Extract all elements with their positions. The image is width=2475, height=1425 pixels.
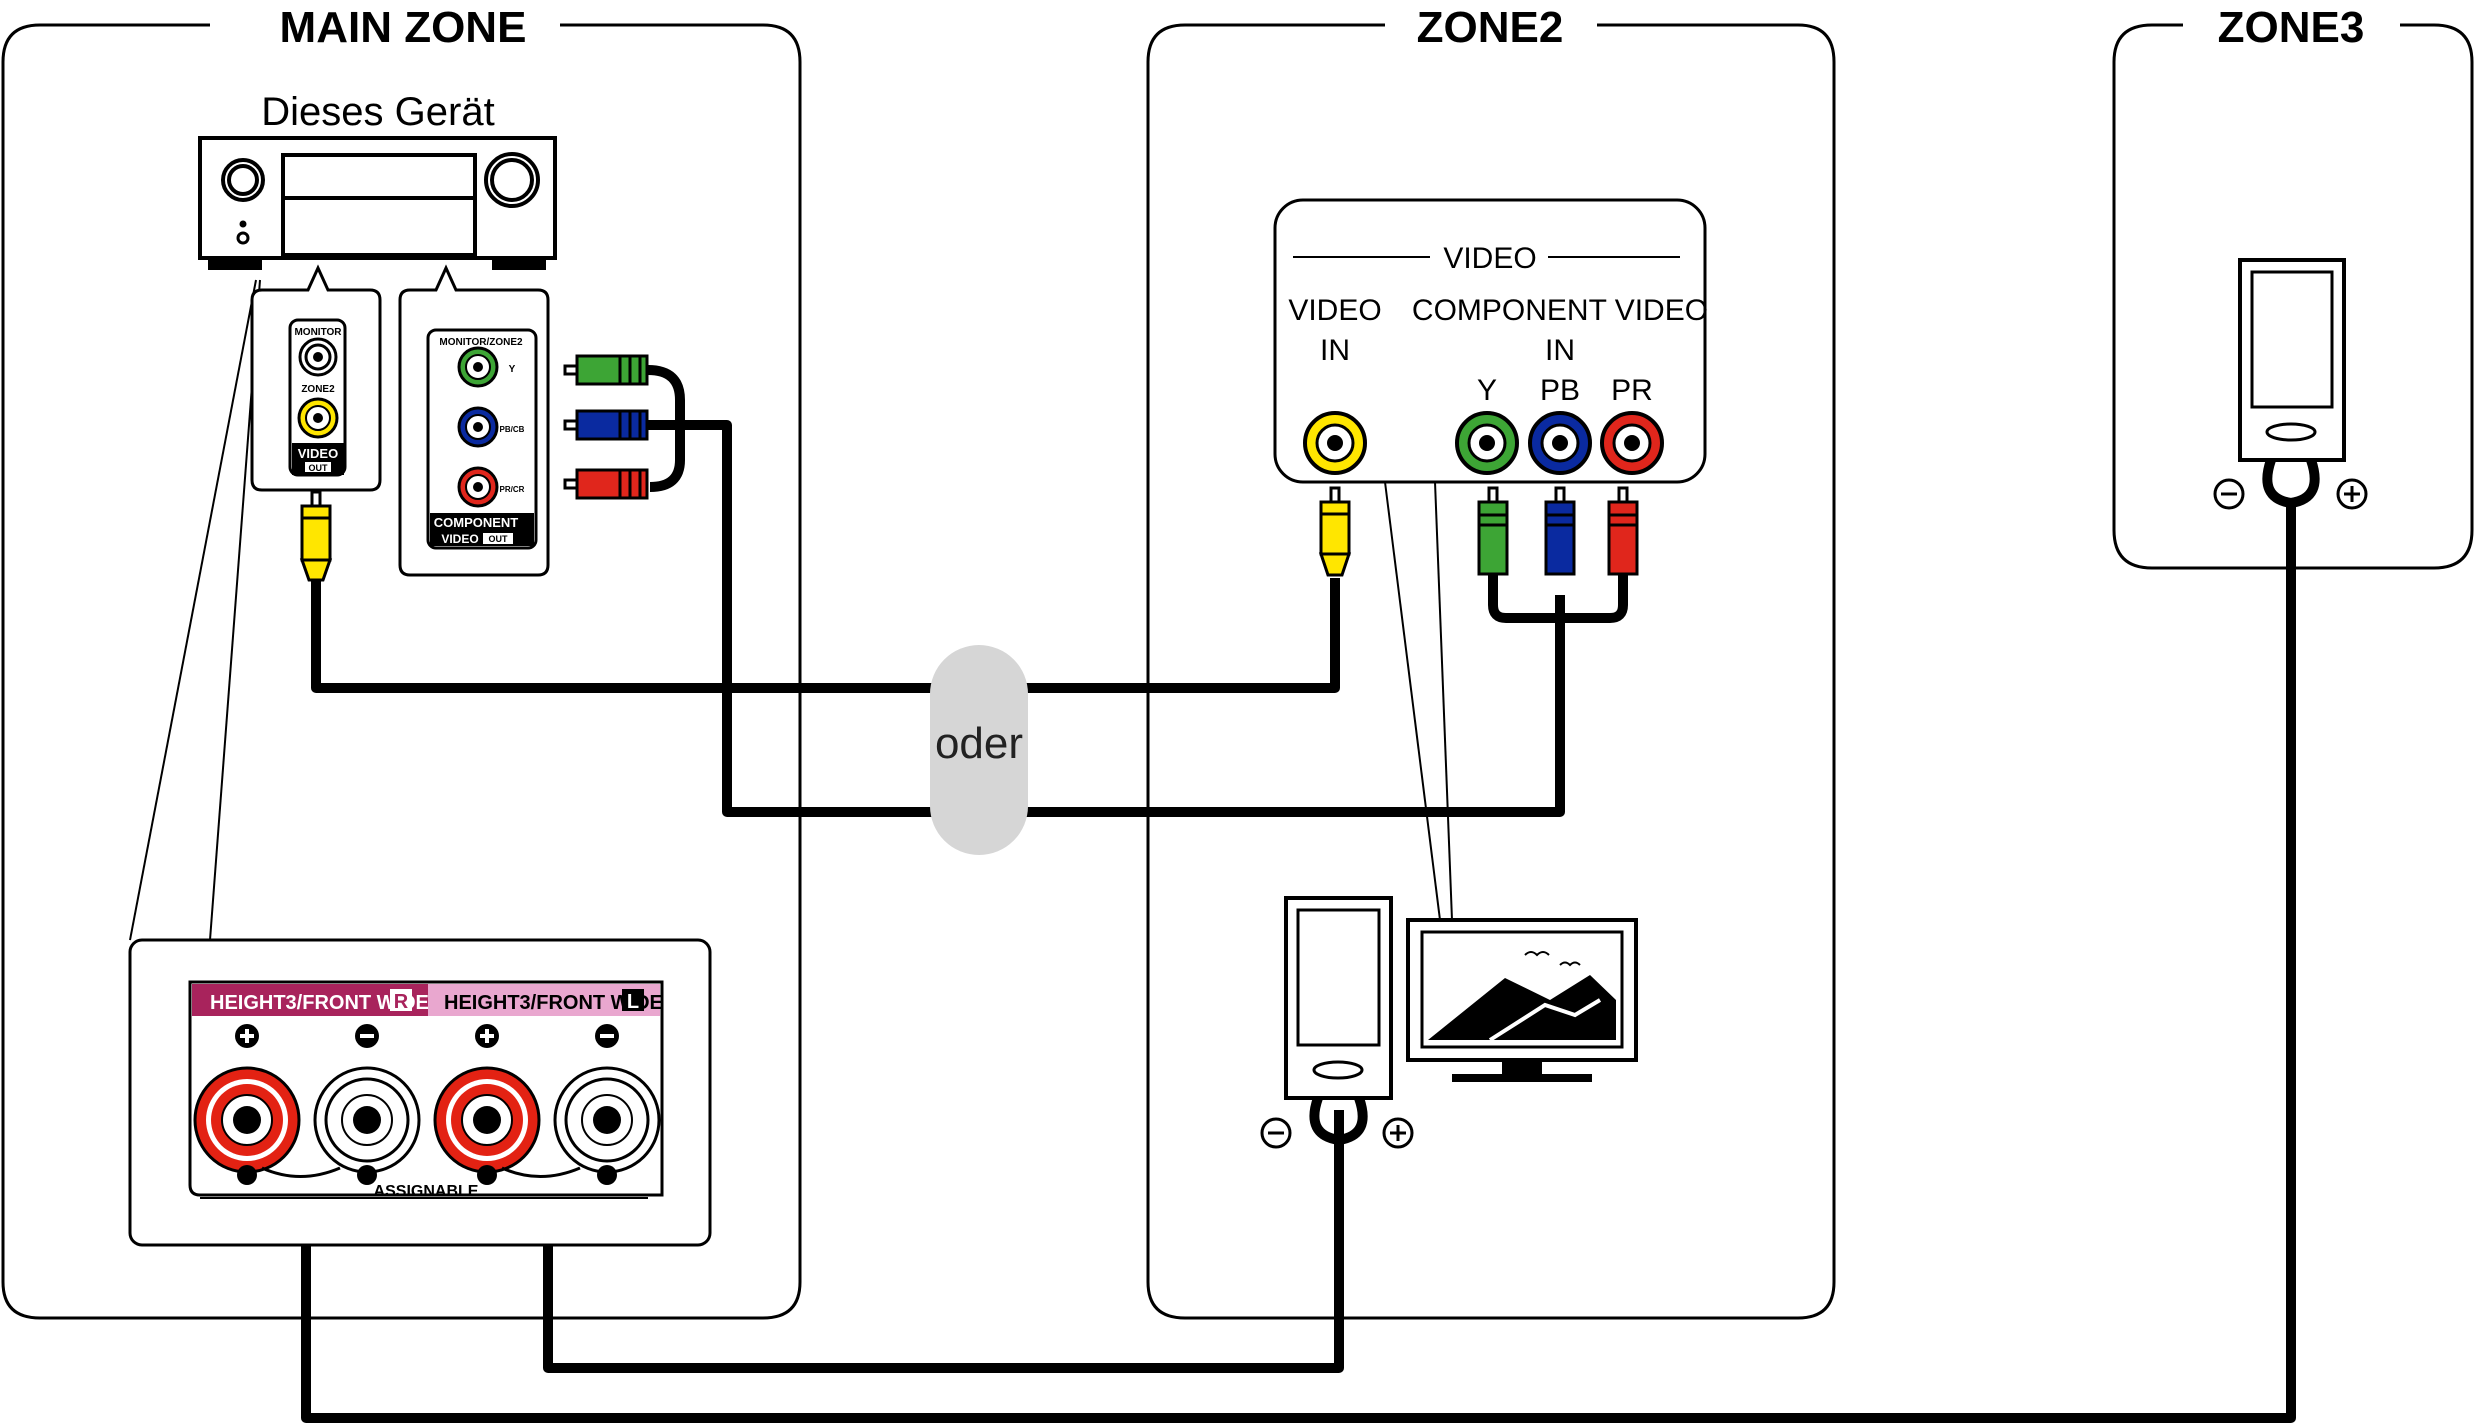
component-pr-jack (457, 466, 499, 508)
pb-in-jack (1528, 411, 1592, 475)
cable-zone2-speaker (543, 1110, 1344, 1373)
main-zone-title: MAIN ZONE (280, 3, 527, 52)
component-y-jack (457, 346, 499, 388)
pr-in-jack (1600, 411, 1664, 475)
zone3-title: ZONE3 (2218, 3, 2365, 52)
right-channel-badge: R (394, 991, 409, 1013)
terminal-wire-loops (261, 1166, 581, 1178)
monitor-label: MONITOR (294, 327, 342, 338)
monitor-jack (298, 337, 338, 377)
component-out-panel: MONITOR/ZONE2 Y PB/CB PR/CR COMPONENT VI… (398, 264, 550, 577)
tv-callout-leaders (1384, 481, 1453, 921)
assignable-label: ASSIGNABLE (374, 1183, 479, 1200)
zone2-speaker-icon (1260, 896, 1414, 1149)
component-pb-jack (457, 406, 499, 448)
cable-zone3-speaker (301, 505, 2296, 1423)
pr-input-label: PR (1611, 374, 1653, 407)
speaker-terminal-l-plus (433, 1024, 541, 1185)
speaker-terminal-r-minus (313, 1024, 421, 1185)
device-label: Dieses Gerät (261, 90, 494, 134)
zone2-input-panel: VIDEO VIDEO IN COMPONENT VIDEO IN Y PB P… (1273, 198, 1708, 484)
main-zone-frame: MAIN ZONE (1, 3, 802, 1320)
or-label: oder (935, 719, 1023, 768)
composite-plug-source (299, 490, 333, 582)
video-in-label-2: IN (1320, 334, 1350, 367)
video-out-panel: MONITOR ZONE2 VIDEO OUT (250, 264, 382, 492)
zone2-jack-label: ZONE2 (301, 384, 335, 395)
video-in-jack (1303, 411, 1367, 475)
component-in-label-1: COMPONENT VIDEO (1412, 294, 1708, 327)
cable-component-video (647, 365, 1628, 817)
zone2-video-jack (297, 397, 339, 439)
tv-icon (1406, 918, 1638, 1082)
zone3-speaker-icon (2213, 258, 2368, 510)
left-channel-label: HEIGHT3/FRONT WIDE (444, 992, 663, 1014)
zone2-title: ZONE2 (1417, 3, 1564, 52)
component-plugs-source (563, 354, 649, 500)
y-input-label: Y (1477, 374, 1497, 407)
component-plugs-zone2 (1477, 486, 1639, 576)
pb-jack-label: PB/CB (500, 425, 525, 434)
speaker-terminal-r-plus (193, 1024, 301, 1185)
callout-leaders (129, 279, 261, 941)
composite-plug-zone2 (1318, 486, 1352, 577)
left-channel-badge: L (627, 991, 639, 1013)
component-label: COMPONENT (434, 515, 519, 530)
out-label: OUT (309, 463, 329, 473)
y-jack-label: Y (509, 364, 516, 375)
monitor-zone2-label: MONITOR/ZONE2 (439, 337, 523, 348)
component-out-label: OUT (489, 534, 509, 544)
or-separator: oder (930, 645, 1028, 855)
speaker-terminal-l-minus (553, 1024, 661, 1185)
right-channel-label: HEIGHT3/FRONT WIDE (210, 992, 429, 1014)
video-label: VIDEO (298, 446, 338, 461)
pr-jack-label: PR/CR (500, 485, 525, 494)
component-in-label-2: IN (1545, 334, 1575, 367)
y-in-jack (1455, 411, 1519, 475)
zone2-frame: ZONE2 (1146, 3, 1836, 1320)
cable-composite-video (311, 578, 1340, 693)
video-in-label-1: VIDEO (1288, 294, 1381, 327)
av-receiver-icon (198, 136, 557, 270)
pb-input-label: PB (1540, 374, 1580, 407)
speaker-terminal-panel: HEIGHT3/FRONT WIDE R HEIGHT3/FRONT WIDE … (128, 938, 712, 1247)
video-header-label: VIDEO (1443, 242, 1536, 275)
component-video-label: VIDEO (441, 532, 478, 546)
